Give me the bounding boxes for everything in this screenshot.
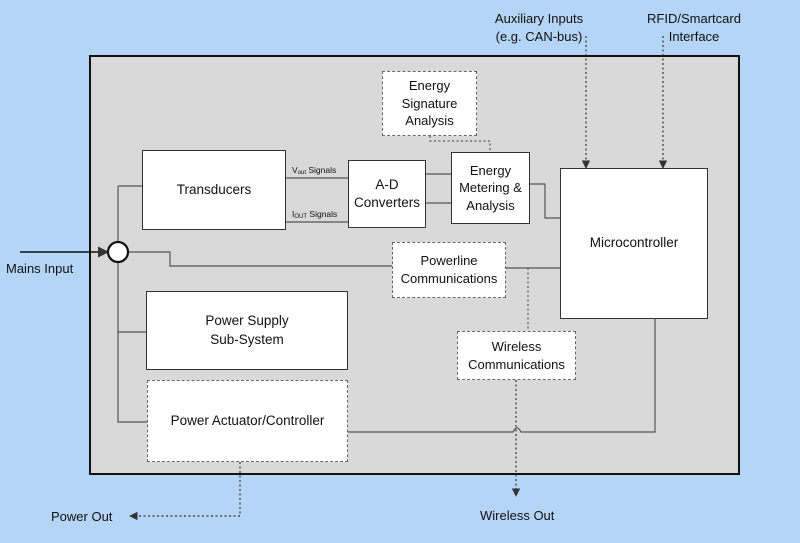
transducers-label: Transducers [176,181,252,197]
power-supply-label-2: Sub-System [210,331,284,347]
power-out-label: Power Out [51,509,113,524]
signature-to-metering-link [429,136,491,152]
energy-signature-label-2: Signature [401,95,458,111]
energy-signature-block: Energy Signature Analysis [382,71,477,136]
ad-converters-label-1: A-D [375,176,399,192]
microcontroller-block: Microcontroller [560,168,708,319]
microcontroller-label: Microcontroller [589,235,679,251]
iout-signals-label: IOUT Signals [292,209,338,220]
node-to-powerline-line [128,251,392,267]
power-supply-block: Power Supply Sub-System [146,291,348,370]
aux-inputs-label: Auxiliary Inputs (e.g. CAN-bus) [494,11,584,44]
mains-junction-node [106,240,130,264]
mains-trunk-line [117,186,147,423]
energy-metering-label-3: Analysis [466,197,515,213]
rfid-label: RFID/Smartcard Interface [647,11,741,44]
micro-to-actuator-line [348,319,656,433]
energy-metering-label-2: Metering & [459,180,522,196]
energy-signature-label-3: Analysis [405,113,454,129]
powerline-block: Powerline Communications [392,242,506,298]
metering-to-micro-line [530,183,560,219]
power-actuator-label: Power Actuator/Controller [170,412,325,428]
wireless-block: Wireless Communications [457,331,576,380]
energy-signature-label-1: Energy [408,78,451,94]
power-actuator-block: Power Actuator/Controller [147,380,348,462]
wireless-out-label: Wireless Out [480,508,555,523]
vout-signals-label: Vout Signals [292,165,337,176]
wireless-label-1: Wireless [491,338,542,354]
mains-input-label: Mains Input [6,261,74,276]
energy-metering-block: Energy Metering & Analysis [451,152,530,224]
ad-converters-label-2: Converters [353,195,421,210]
wireless-label-2: Communications [468,356,565,372]
powerline-label-1: Powerline [420,253,478,269]
energy-metering-label-1: Energy [469,162,512,178]
powerline-label-2: Communications [400,271,498,286]
power-out-arrow [129,462,241,521]
ad-converters-block: A-D Converters [348,160,426,228]
transducers-block: Transducers [142,150,286,230]
power-supply-label-1: Power Supply [205,313,289,329]
